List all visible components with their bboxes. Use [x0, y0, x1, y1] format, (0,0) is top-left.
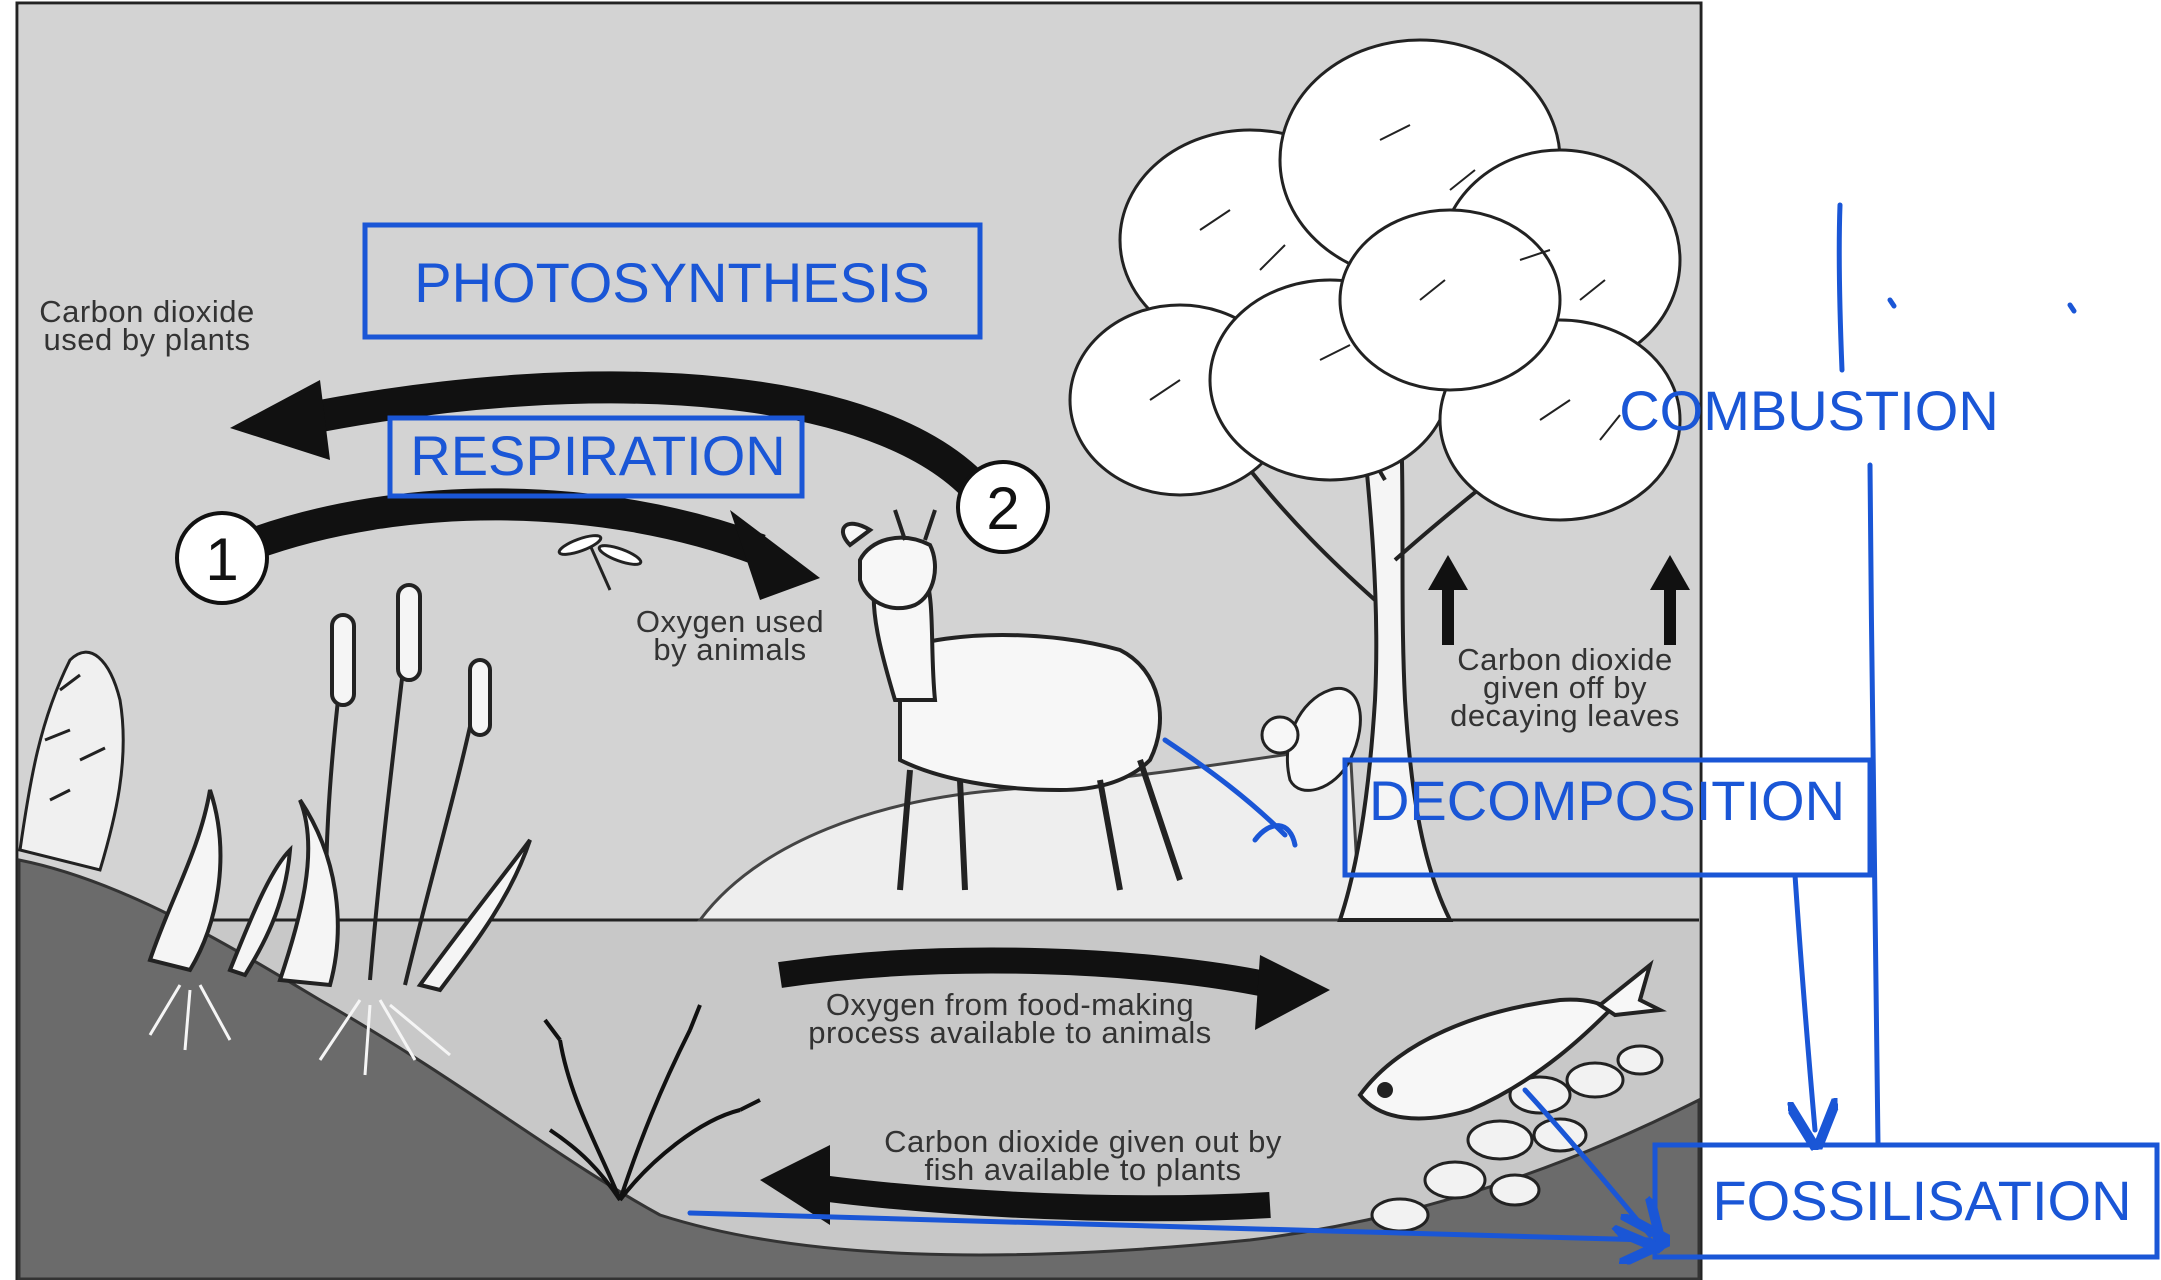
svg-text:COMBUSTION: COMBUSTION [1619, 379, 1999, 442]
decomposition-to-fossilisation-arrow [1795, 875, 1815, 1130]
marker-1: 1 [177, 513, 267, 603]
annotation-respiration: RESPIRATION [390, 418, 802, 496]
co2-leaves-label-line3: decaying leaves [1450, 698, 1680, 733]
co2-used-label-line2: used by plants [44, 322, 251, 357]
svg-text:2: 2 [986, 475, 1019, 542]
oxygen-food-label-line2: process available to animals [808, 1015, 1211, 1050]
svg-text:PHOTOSYNTHESIS: PHOTOSYNTHESIS [414, 251, 930, 314]
svg-text:1: 1 [205, 526, 238, 593]
annotation-combustion: COMBUSTION [1619, 379, 1999, 442]
annotation-fossilisation: FOSSILISATION [1655, 1145, 2157, 1257]
oxygen-animals-label-line2: by animals [653, 632, 806, 667]
svg-text:RESPIRATION: RESPIRATION [410, 424, 785, 487]
svg-text:DECOMPOSITION: DECOMPOSITION [1369, 769, 1845, 832]
combustion-stroke-top [1839, 205, 1842, 370]
co2-fish-label-line2: fish available to plants [924, 1152, 1241, 1187]
combustion-dots [1890, 300, 2074, 311]
marker-2: 2 [958, 462, 1048, 552]
svg-text:FOSSILISATION: FOSSILISATION [1712, 1169, 2131, 1232]
